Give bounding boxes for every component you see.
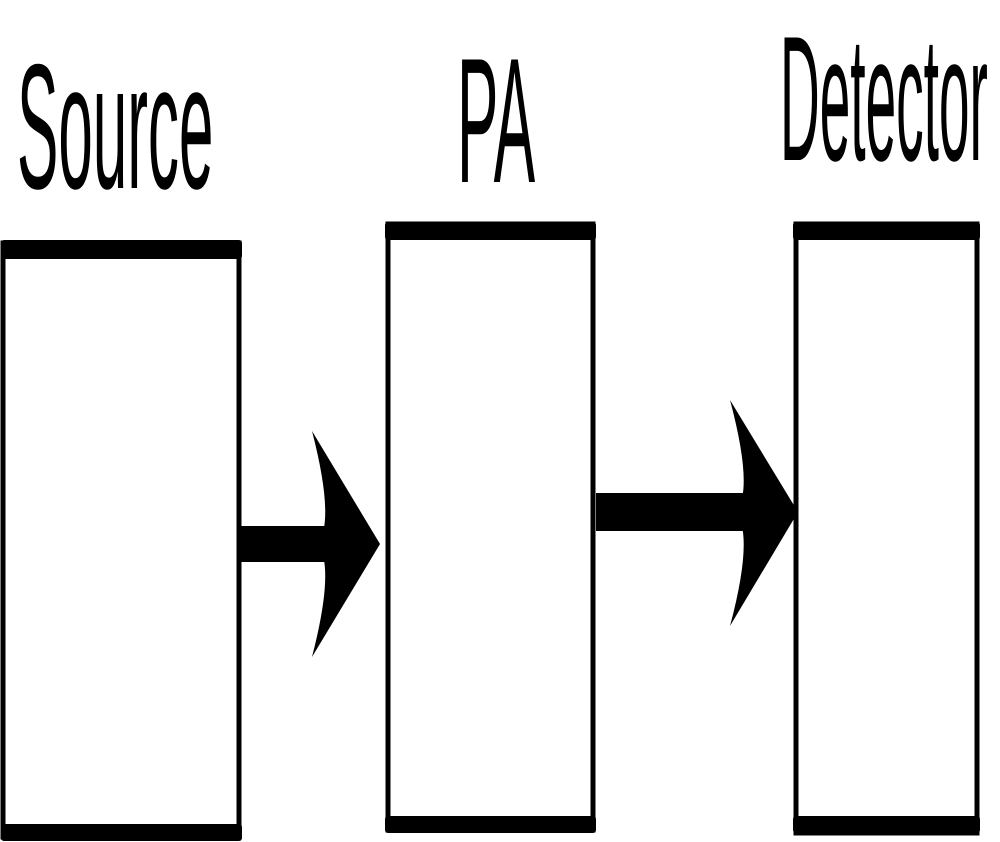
label-source-group: Source <box>17 28 213 227</box>
arrow-source-to-pa-head <box>312 431 380 657</box>
block-pa-bottom-bar <box>385 816 596 833</box>
label-detector: Detector <box>780 0 988 198</box>
arrow-source-to-pa-shaft <box>240 526 326 562</box>
block-source-top-bar <box>1 240 242 259</box>
arrow-pa-to-detector-head <box>730 400 798 626</box>
block-pa-body <box>385 221 596 833</box>
block-detector-bottom-bar <box>793 816 980 833</box>
block-detector-top-bar <box>793 222 980 240</box>
block-detector <box>793 221 980 836</box>
block-source <box>0 240 242 841</box>
block-source-body <box>0 240 242 840</box>
block-pa <box>385 221 596 833</box>
label-pa: PA <box>457 22 535 221</box>
arrow-pa-to-detector <box>596 400 798 626</box>
arrow-pa-to-detector-shaft <box>596 493 746 531</box>
block-pa-top-bar <box>385 222 596 240</box>
arrow-source-to-pa <box>240 431 380 657</box>
block-detector-body <box>793 221 980 836</box>
label-pa-group: PA <box>457 22 535 221</box>
block-source-bottom-bar <box>1 824 242 841</box>
label-detector-group: Detector <box>780 0 988 198</box>
label-source: Source <box>17 28 213 227</box>
